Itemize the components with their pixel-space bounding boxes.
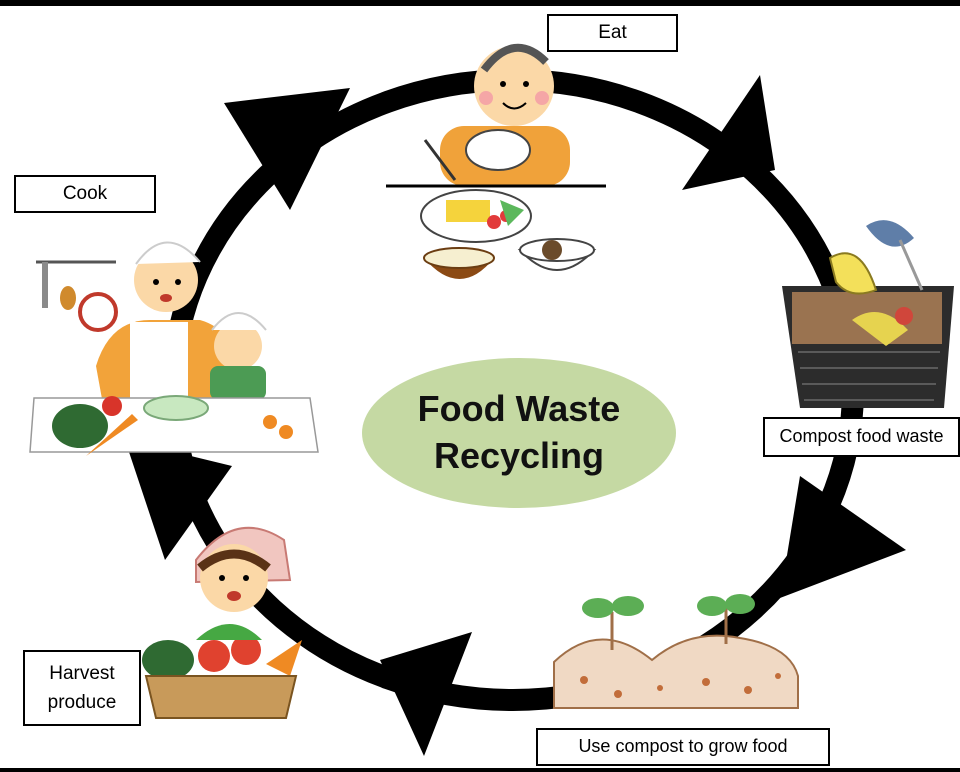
stage-label-cook: Cook bbox=[14, 175, 156, 213]
stage-label-eat: Eat bbox=[547, 14, 678, 52]
diagram-title: Food Waste Recycling bbox=[362, 358, 676, 508]
stage-label-harvest: Harvest produce bbox=[23, 650, 141, 726]
bottom-border bbox=[0, 768, 960, 772]
stage-label-grow: Use compost to grow food bbox=[536, 728, 830, 766]
stage-label-compost: Compost food waste bbox=[763, 417, 960, 457]
cooking-family-icon bbox=[30, 242, 318, 456]
